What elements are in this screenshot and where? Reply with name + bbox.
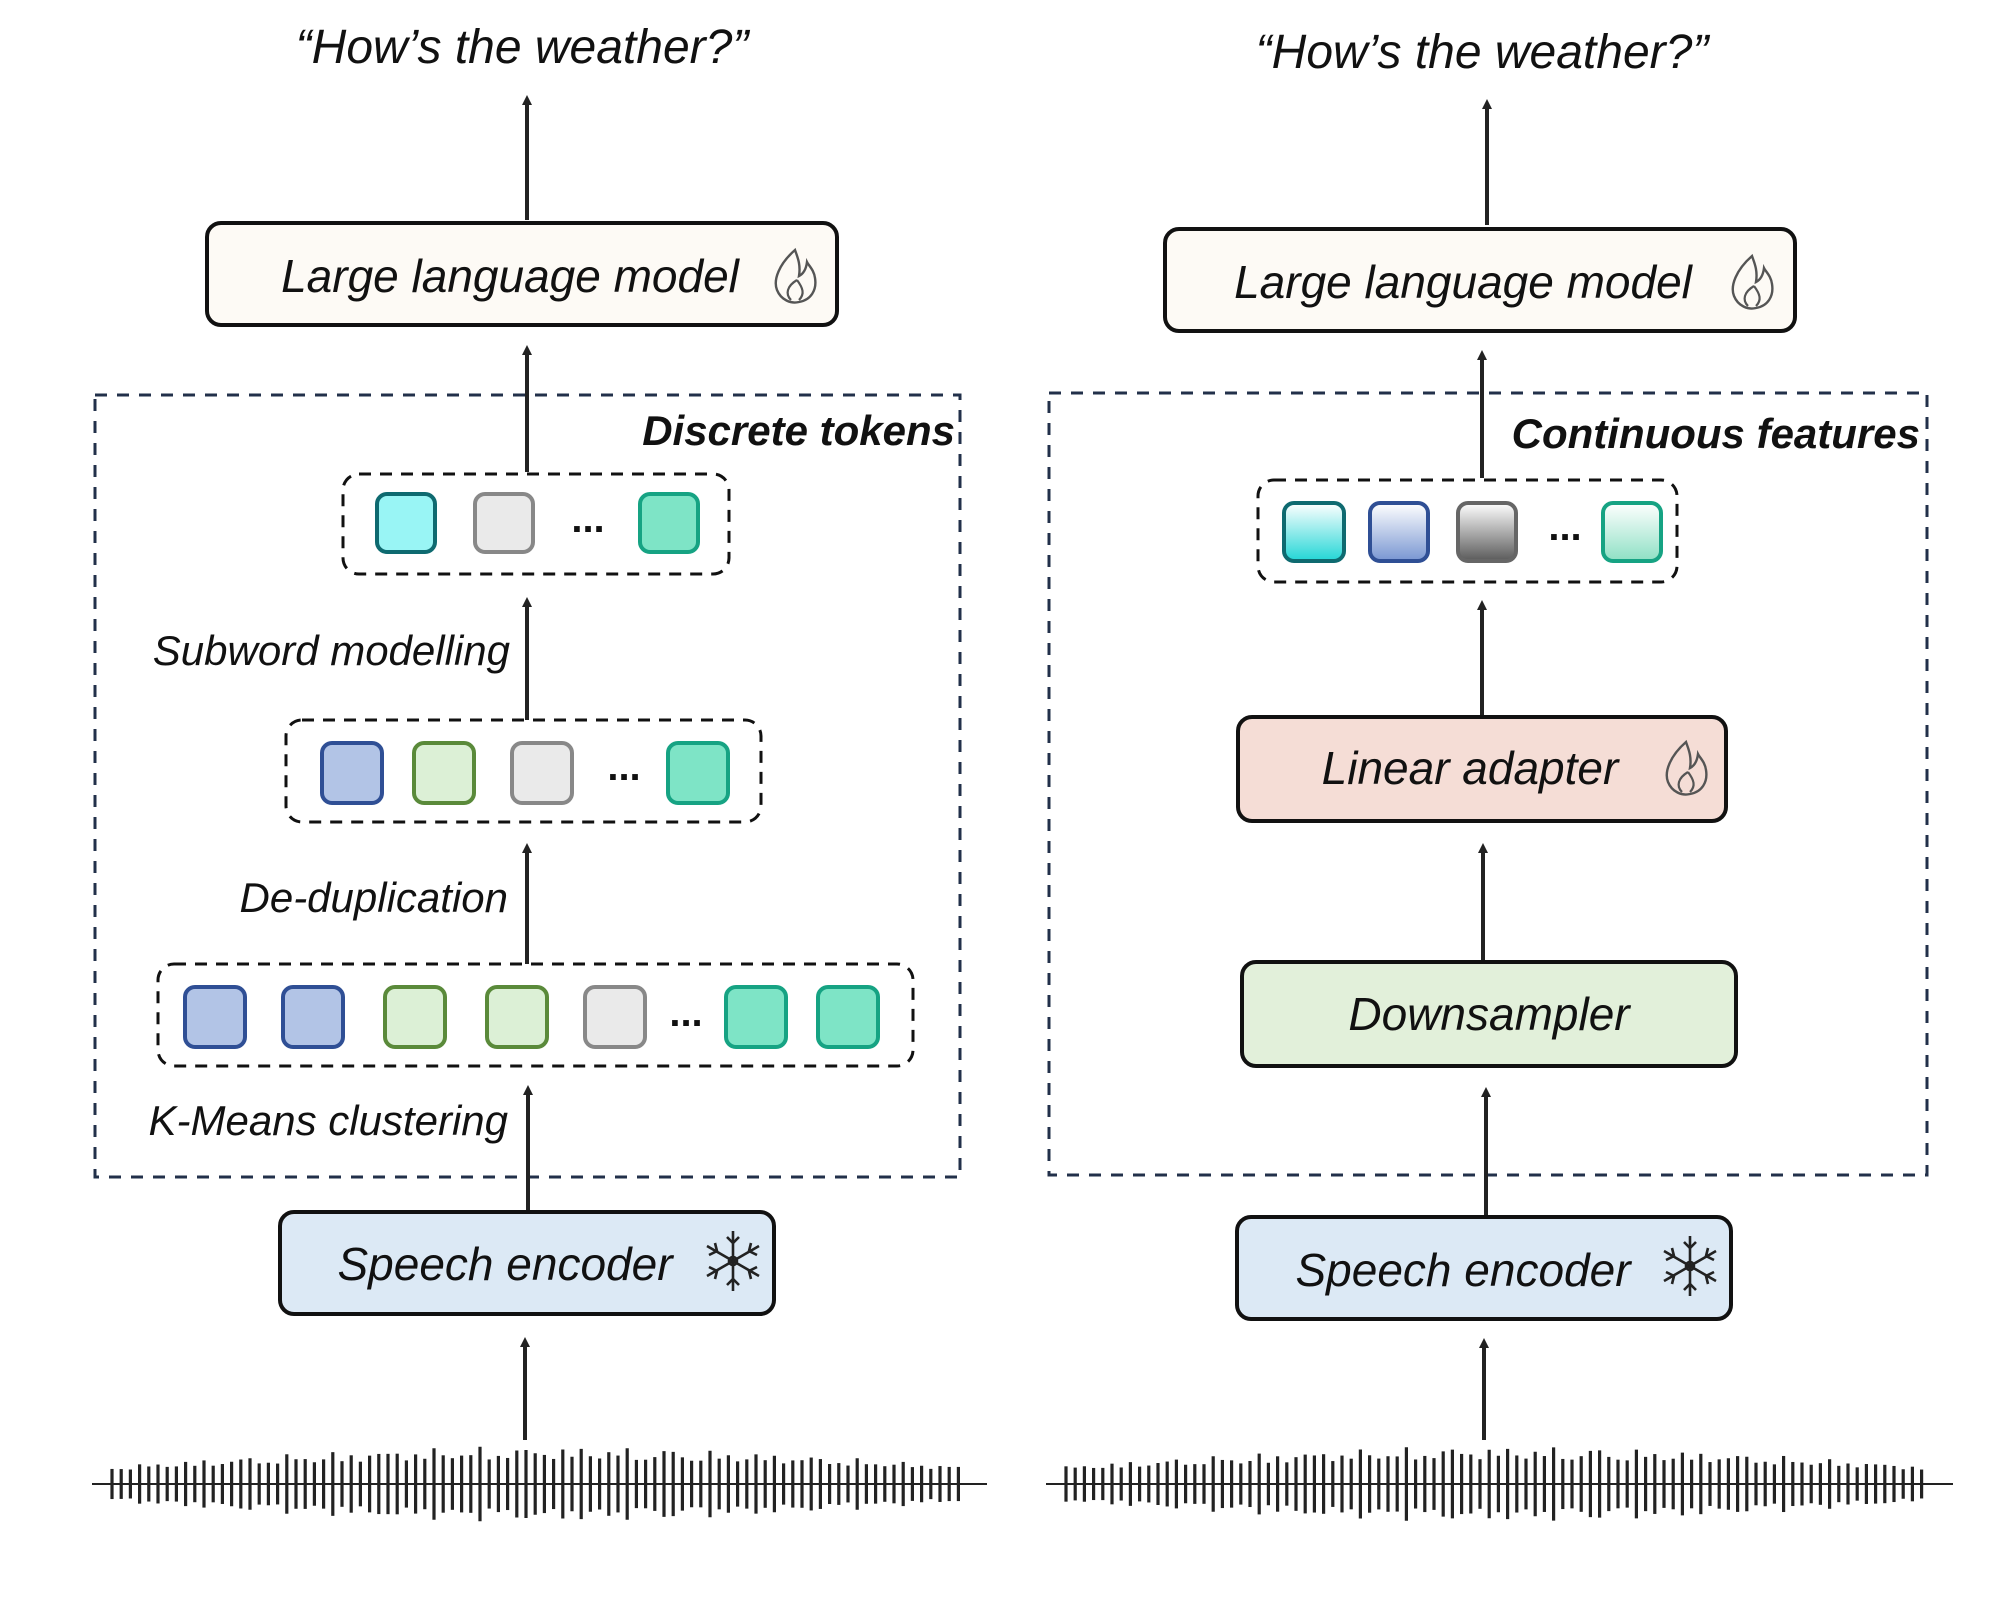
right-region-label: Continuous features — [1512, 410, 1920, 457]
left-llm-label: Large language model — [281, 250, 741, 302]
token-teal — [666, 741, 730, 805]
left-encoder-label: Speech encoder — [337, 1238, 674, 1290]
right-encoder-label: Speech encoder — [1295, 1244, 1632, 1296]
right-output-text: “How’s the weather?” — [1256, 26, 1711, 79]
right-adapter-label: Linear adapter — [1322, 742, 1620, 794]
left-llm-box: Large language model — [205, 221, 839, 327]
right-downsampler-box: Downsampler — [1240, 960, 1738, 1068]
left-token-row-bottom — [156, 962, 915, 1068]
left-dedup-label: De-duplication — [240, 874, 509, 921]
token-blue — [183, 985, 247, 1049]
right-downsampler-label: Downsampler — [1348, 988, 1631, 1040]
left-top-ellipsis: ... — [571, 497, 604, 541]
right-adapter-box: Linear adapter — [1236, 715, 1728, 823]
left-region-label: Discrete tokens — [642, 407, 955, 454]
feature-cyan — [1282, 501, 1346, 563]
token-teal — [816, 985, 880, 1049]
left-token-row-middle — [284, 718, 763, 824]
left-middle-ellipsis: ... — [607, 745, 640, 789]
left-kmeans-label: K-Means clustering — [149, 1097, 508, 1144]
token-green — [412, 741, 476, 805]
token-blue — [281, 985, 345, 1049]
token-teal — [724, 985, 788, 1049]
token-gray — [473, 492, 535, 554]
token-green — [383, 985, 447, 1049]
token-green — [485, 985, 549, 1049]
left-token-row-top — [341, 472, 731, 576]
feature-teal — [1601, 501, 1663, 563]
left-output-text: “How’s the weather?” — [296, 21, 751, 74]
token-blue — [320, 741, 384, 805]
right-feature-ellipsis: ... — [1548, 505, 1581, 549]
waveform-icon — [92, 1446, 987, 1522]
right-encoder-box: Speech encoder — [1235, 1215, 1733, 1321]
left-encoder-box: Speech encoder — [278, 1210, 776, 1316]
token-gray — [510, 741, 574, 805]
waveform-icon — [1046, 1447, 1953, 1521]
right-llm-label: Large language model — [1234, 256, 1694, 308]
token-gray — [583, 985, 647, 1049]
feature-blue — [1368, 501, 1430, 563]
right-llm-box: Large language model — [1163, 227, 1797, 333]
token-teal — [638, 492, 700, 554]
token-cyan — [375, 492, 437, 554]
left-subword-label: Subword modelling — [153, 627, 510, 674]
left-bottom-ellipsis: ... — [669, 991, 702, 1035]
feature-gray — [1456, 501, 1518, 563]
right-feature-row — [1256, 478, 1679, 584]
